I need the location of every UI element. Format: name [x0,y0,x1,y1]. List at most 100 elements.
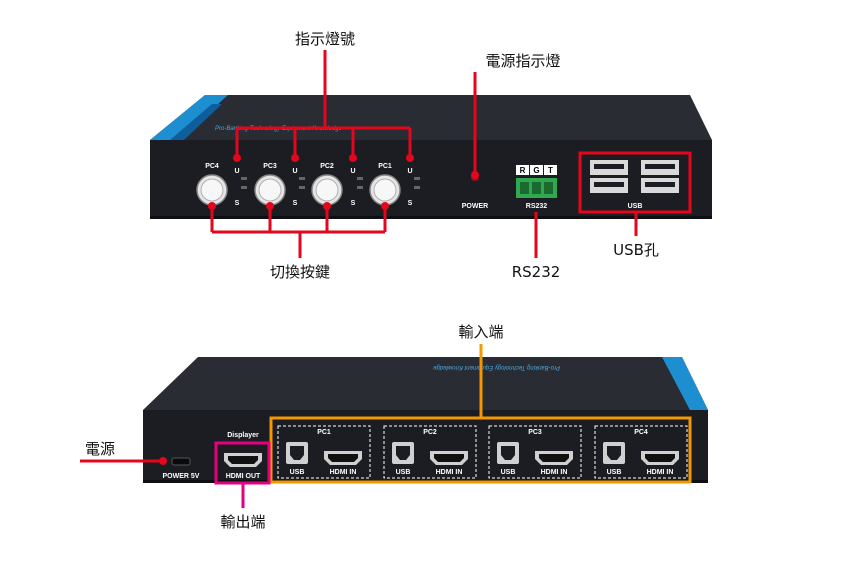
hdmi-in-label-1: HDMI IN [330,469,357,476]
usb-port-3-slot [645,164,675,169]
power-5v-label: POWER 5V [163,473,200,480]
indicator-dot-1 [233,154,241,162]
front-device-top [150,95,712,140]
rear-callouts [80,344,692,508]
usb-b-port-inner-2 [396,446,410,460]
button-dot-1 [208,202,216,210]
usb-label: USB [628,203,643,210]
led-s-label-3: S [351,200,356,207]
led-s-label-2: S [293,200,298,207]
rs232-pin-box-g [530,165,543,175]
led-s-1 [241,186,247,189]
power-callout-label: 電源 [85,440,115,458]
front-callout-dots [208,154,479,210]
switch-button-face-pc2 [315,178,339,202]
input-group-frame-2 [383,425,477,479]
indicator-dot-3 [349,154,357,162]
switch-button-face-pc4 [200,178,224,202]
led-u-2 [299,177,305,180]
input-group-frame-1 [277,425,371,479]
usb-port-4-slot [645,182,675,187]
pc-label-pc2: PC2 [320,163,334,170]
rs232-socket-2 [532,182,541,194]
rs232-pin-box-r [516,165,529,175]
input-group-pc-label-2: PC2 [423,429,437,436]
hdmi-in-label-4: HDMI IN [647,469,674,476]
led-s-label-4: S [408,200,413,207]
hdmi-in-port-inner-1 [328,454,358,462]
usb-b-label-3: USB [501,469,516,476]
usb-b-label-1: USB [290,469,305,476]
usb-port-2-slot [594,182,624,187]
rs232-pin-box-t [544,165,557,175]
front-callouts [210,50,692,258]
rs232-terminal: R G T RS232 [516,165,557,210]
front-blue-stripe [170,104,222,140]
hdmi-in-port-inner-4 [645,454,675,462]
pc-label-pc1: PC1 [378,163,392,170]
inputs-callout-label: 輸入端 [458,323,503,341]
rear-device-top [143,357,708,410]
indicator-dot-2 [291,154,299,162]
usb-b-port-inner-1 [290,446,304,460]
hdmi-in-label-3: HDMI IN [541,469,568,476]
pc-label-pc3: PC3 [263,163,277,170]
switch-button-face-pc3 [258,178,282,202]
usb-b-label-2: USB [396,469,411,476]
input-group-pc-label-1: PC1 [317,429,331,436]
hdmi-in-port-inner-3 [539,454,569,462]
displayer-label: Displayer [227,432,259,439]
rs232-pin-t: T [548,166,553,175]
rear-brand-text: Pro-Banking Technology Equipment Knowled… [432,364,560,370]
button-dot-4 [381,202,389,210]
power-jack [171,457,191,466]
usb-b-port-inner-3 [501,446,515,460]
led-u-3 [357,177,363,180]
usb-port-1-slot [594,164,624,169]
usb-b-label-4: USB [607,469,622,476]
hdmi-out-label: HDMI OUT [226,473,261,480]
led-s-4 [414,186,420,189]
led-u-label-1: U [234,168,239,175]
led-u-label-4: U [407,168,412,175]
led-s-label-1: S [235,200,240,207]
input-group-pc-label-3: PC3 [528,429,542,436]
button-dot-2 [266,202,274,210]
hdmi-in-label-2: HDMI IN [436,469,463,476]
led-s-3 [357,186,363,189]
usb-callout-label: USB孔 [613,241,659,259]
led-u-1 [241,177,247,180]
input-group-frame-4 [594,425,688,479]
led-u-label-3: U [350,168,355,175]
led-s-2 [299,186,305,189]
rear-blue-accent [662,357,708,410]
power-indicator-callout-label: 電源指示燈 [485,52,560,70]
output-callout-label: 輸出端 [220,513,265,531]
hdmi-out-port-inner [228,456,258,464]
indicator-dot-4 [406,154,414,162]
front-usb-ports: USB [590,160,679,210]
led-u-label-2: U [292,168,297,175]
rs232-socket-1 [520,182,529,194]
hdmi-in-port-inner-2 [434,454,464,462]
power-callout-dot [159,457,167,465]
rs232-socket-3 [544,182,553,194]
button-dot-3 [323,202,331,210]
power-indicator-dot [471,171,479,179]
rs232-callout-label: RS232 [512,263,561,281]
indicator-callout-label: 指示燈號 [295,30,355,48]
led-u-4 [414,177,420,180]
indicator-leds: U S U S U S U S [234,168,420,207]
front-bottom-edge [150,216,712,219]
switch-button-face-pc1 [373,178,397,202]
power-label: POWER [462,203,488,210]
input-group-frame-3 [488,425,582,479]
